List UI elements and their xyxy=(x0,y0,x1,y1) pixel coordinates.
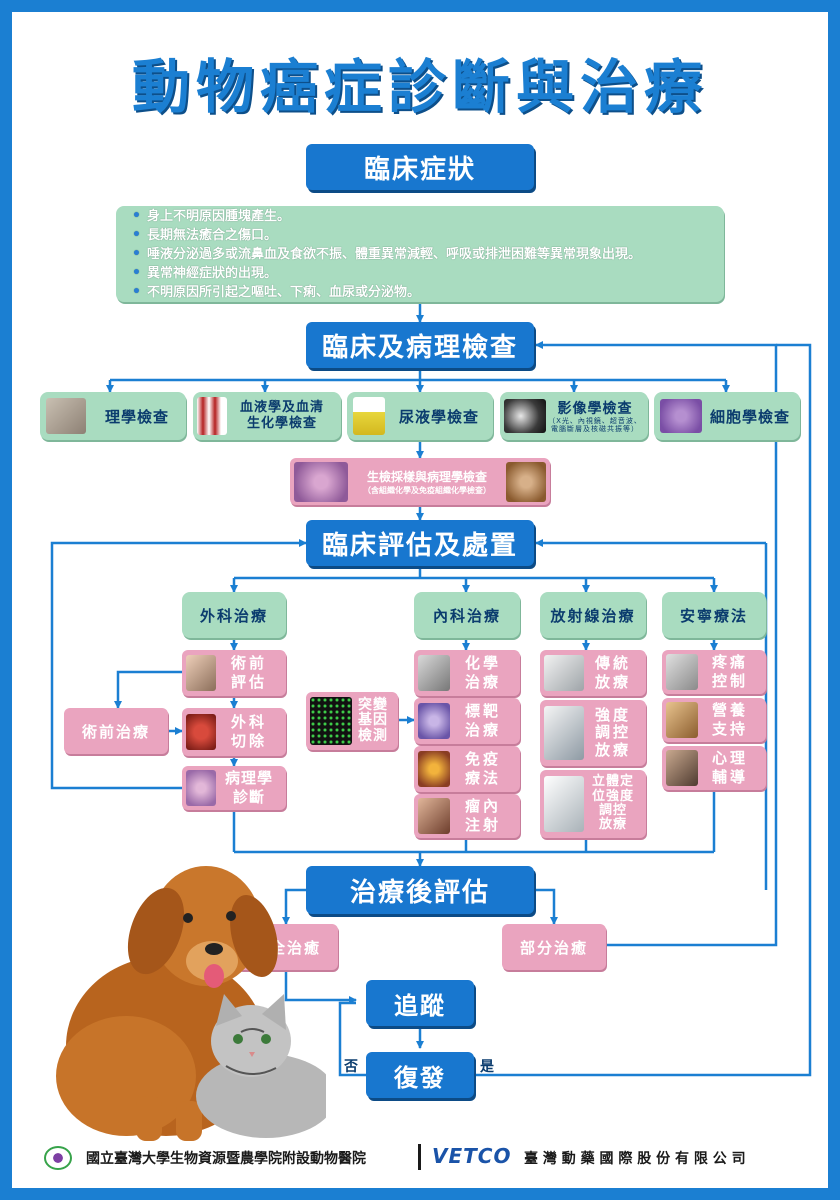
surgical-label: 病理學 診斷 xyxy=(224,769,273,806)
footer-company: 臺 灣 動 藥 國 際 股 份 有 限 公 司 xyxy=(524,1151,746,1167)
medical-label: 免疫 療法 xyxy=(464,750,501,787)
vetco-logo: VETCO xyxy=(432,1144,512,1168)
category-medical: 內科治療 xyxy=(414,592,520,638)
medical-intratumoral: 瘤內 注射 xyxy=(414,794,520,838)
nutrition-photo xyxy=(666,702,698,738)
xray-photo xyxy=(504,399,546,433)
surgery-photo xyxy=(186,714,216,750)
medical-label: 化學 治療 xyxy=(464,654,501,691)
preop-therapy: 術前治療 xyxy=(64,708,168,754)
recurrence: 復發 xyxy=(366,1052,474,1098)
symptoms-box: 身上不明原因腫塊產生。 長期無法癒合之傷口。 唾液分泌過多或流鼻血及食欲不振、體… xyxy=(116,206,724,302)
yes-label: 是 xyxy=(480,1059,494,1075)
preop-photo xyxy=(186,655,216,691)
linac-photo xyxy=(544,655,584,691)
partial-cure: 部分治癒 xyxy=(502,924,606,970)
exam-note: （X光、內視鏡、超音波、電腦斷層及核磁共振等） xyxy=(548,417,642,433)
surgical-label: 術前 評估 xyxy=(230,654,267,691)
exam-blood: 血液學及血清 生化學檢查 xyxy=(193,392,341,440)
exam-label: 影像學檢查 xyxy=(557,401,633,418)
surgical-resection: 外科 切除 xyxy=(182,708,286,756)
symptom-item: 不明原因所引起之嘔吐、下痢、血尿或分泌物。 xyxy=(132,283,641,302)
category-hospice: 安寧療法 xyxy=(662,592,766,638)
page-title: 動物癌症診斷與治療 xyxy=(131,53,708,121)
symptom-item: 唾液分泌過多或流鼻血及食欲不振、體重異常減輕、呼吸或排泄困難等異常現象出現。 xyxy=(132,245,641,264)
mutation-label: 突變 基因 檢測 xyxy=(358,696,388,744)
pathology-photo xyxy=(186,770,216,806)
exam-imaging: 影像學檢查 （X光、內視鏡、超音波、電腦斷層及核磁共振等） xyxy=(500,392,648,440)
follow-up: 追蹤 xyxy=(366,980,474,1026)
hospice-label: 營養 支持 xyxy=(711,701,748,738)
exam-label: 尿液學檢查 xyxy=(398,407,479,426)
cytology-photo xyxy=(660,399,702,433)
surgical-preop-eval: 術前 評估 xyxy=(182,650,286,696)
biopsy-note: （含組織化學及免疫組織化學檢查） xyxy=(363,485,491,495)
symptoms-header: 臨床症狀 xyxy=(306,144,534,190)
pain-photo xyxy=(666,654,698,690)
exam-urine: 尿液學檢查 xyxy=(347,392,493,440)
urine-sample-photo xyxy=(353,397,385,435)
dog-cat-illustration xyxy=(56,866,326,1141)
exam-cytology: 細胞學檢查 xyxy=(654,392,800,440)
radiation-sbrt: 立體定 位強度 調控 放療 xyxy=(540,770,646,838)
medical-chemo: 化學 治療 xyxy=(414,650,520,696)
surgical-label: 外科 切除 xyxy=(230,713,267,750)
biopsy-box: 生檢採樣與病理學檢查 （含組織化學及免疫組織化學檢查） xyxy=(290,458,550,505)
no-label: 否 xyxy=(344,1059,358,1075)
footer-hospital: 國立臺灣大學生物資源暨農學院附設動物醫院 xyxy=(86,1151,366,1167)
exam-label: 血液學及血清 生化學檢查 xyxy=(239,400,324,431)
exam-label: 細胞學檢查 xyxy=(709,407,790,426)
medical-label: 標靶 治療 xyxy=(464,702,501,739)
symptom-item: 長期無法癒合之傷口。 xyxy=(132,226,641,245)
hospice-nutrition: 營養 支持 xyxy=(662,698,766,742)
medical-targeted: 標靶 治療 xyxy=(414,698,520,744)
chemo-photo xyxy=(418,655,450,691)
medical-immuno: 免疫 療法 xyxy=(414,746,520,792)
biopsy-label: 生檢採樣與病理學檢查 xyxy=(366,469,487,484)
injection-photo xyxy=(418,798,450,834)
imrt-photo xyxy=(544,706,584,760)
blood-tube-photo xyxy=(197,397,227,435)
hospital-logo-icon xyxy=(44,1146,72,1170)
post-eval-header: 治療後評估 xyxy=(306,866,534,914)
radiation-conventional: 傳統 放療 xyxy=(540,650,646,696)
radiation-imrt: 強度 調控 放療 xyxy=(540,700,646,766)
evaluation-header: 臨床評估及處置 xyxy=(306,520,534,566)
symptom-item: 身上不明原因腫塊產生。 xyxy=(132,207,641,226)
physical-exam-photo xyxy=(46,398,86,434)
exams-header: 臨床及病理檢查 xyxy=(306,322,534,368)
footer-divider xyxy=(418,1144,421,1170)
hospice-label: 疼痛 控制 xyxy=(711,653,748,690)
surgical-pathology: 病理學 診斷 xyxy=(182,766,286,810)
symptom-item: 異常神經症狀的出現。 xyxy=(132,264,641,283)
immuno-photo xyxy=(418,751,450,787)
histology-photo xyxy=(294,461,348,502)
radiation-label: 立體定 位強度 調控 放療 xyxy=(591,774,634,833)
ihc-photo xyxy=(506,461,546,502)
mutation-test: 突變 基因 檢測 xyxy=(306,692,398,750)
microarray-photo xyxy=(310,697,352,745)
symptoms-list: 身上不明原因腫塊產生。 長期無法癒合之傷口。 唾液分泌過多或流鼻血及食欲不振、體… xyxy=(132,207,641,302)
category-radiation: 放射線治療 xyxy=(540,592,646,638)
medical-label: 瘤內 注射 xyxy=(464,797,501,834)
hospice-psych: 心理 輔導 xyxy=(662,746,766,790)
psych-photo xyxy=(666,750,698,786)
sbrt-photo xyxy=(544,776,584,832)
cat-photo xyxy=(196,994,326,1138)
hospice-pain: 疼痛 控制 xyxy=(662,650,766,694)
radiation-label: 傳統 放療 xyxy=(594,654,631,691)
dog-photo xyxy=(56,866,278,1141)
targeted-photo xyxy=(418,703,450,739)
exam-physical: 理學檢查 xyxy=(40,392,186,440)
exam-label: 理學檢查 xyxy=(104,407,169,426)
radiation-label: 強度 調控 放療 xyxy=(594,706,631,759)
hospice-label: 心理 輔導 xyxy=(711,749,748,786)
category-surgical: 外科治療 xyxy=(182,592,286,638)
